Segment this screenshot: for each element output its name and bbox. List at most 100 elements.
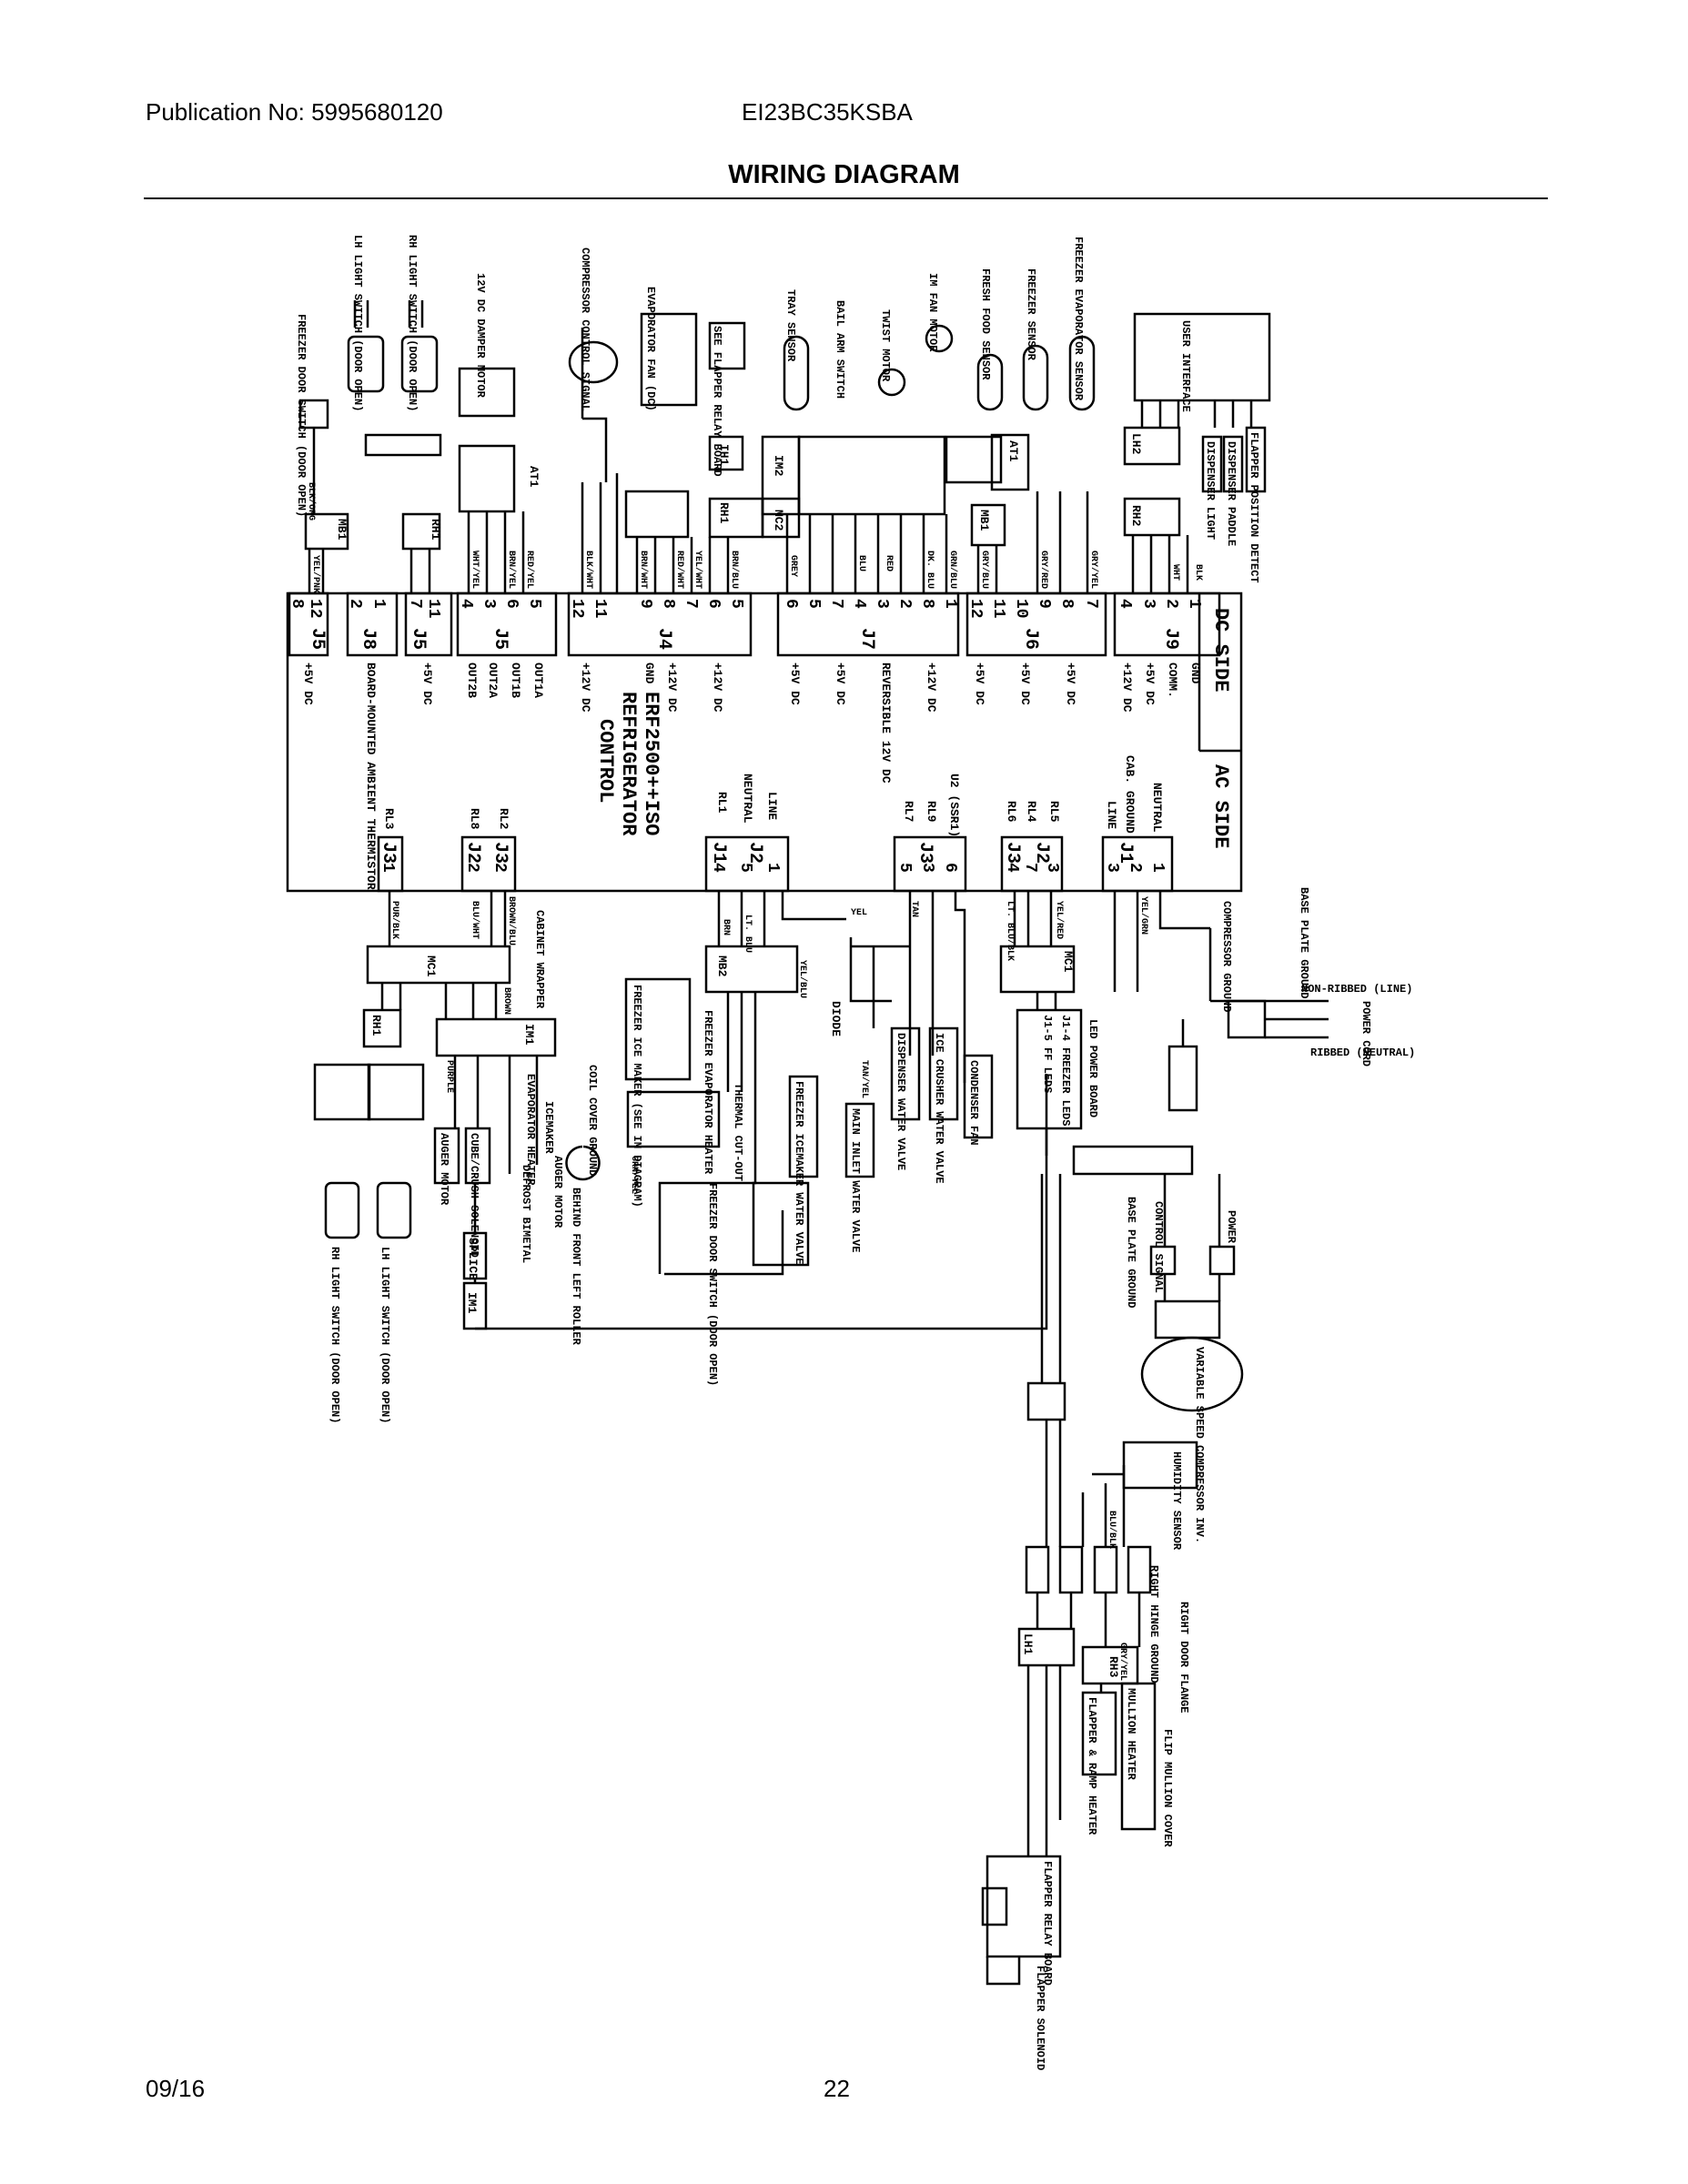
wire-label: WHT/YEL [470,551,480,589]
j3-label-b: J3 [490,842,510,864]
component-label: FREEZER ICEMAKER WATER VALVE [793,1081,805,1265]
component-label: J1-4 FREEZER LEDS [1059,1015,1072,1126]
component-label: AUGER MOTOR [438,1133,450,1206]
signal-label: OUT2B [465,662,479,698]
wire-label: RED [884,555,894,571]
pin-number: 2 [346,599,364,609]
pin-number: 5 [736,863,754,873]
pin-number: 3 [1103,863,1121,873]
freezer-evap-sensor-bulb [1068,335,1096,411]
wire-label: BRN/YEL [506,551,517,589]
pin-number: 1 [369,599,388,609]
flapper-relay-board-box [986,1855,1062,1958]
component-label: USER INTERFACE [1179,320,1192,412]
im-fan-motor-circle [925,324,954,353]
harness-label: MB1 [335,519,349,541]
harness-label: IH1 [717,444,731,466]
pin-number: 7 [1082,599,1100,609]
j2-label-b: J2 [744,842,765,864]
wire-label: LT. BLU [743,915,753,953]
pin-number: 7 [827,599,845,609]
signal-label: LINE [1105,801,1118,829]
pin-number: 2 [895,599,914,609]
component-label: CABINET WRAPPER [533,910,546,1009]
pin-number: 12 [966,599,985,619]
component-label: CUBE/CRUSH SOLENOID [468,1133,480,1258]
damper-motor-box [458,367,516,418]
pin-number: 4 [1003,863,1021,873]
pin-number: 4 [850,599,868,609]
mb1-plug-c [624,490,690,539]
at1-plug-a [458,444,516,513]
component-label: FREEZER DOOR SWITCH (DOOR OPEN) [706,1183,719,1386]
wire-label: BLU [856,555,866,571]
harness-label: IM2 [772,455,785,477]
relay-label: RL7 [902,801,915,822]
component-label: RIGHT DOOR FLANGE [1178,1602,1190,1713]
at1-plug-b [990,433,1030,491]
auger-motor-box [433,1127,460,1185]
main-inlet-valve-box [844,1102,875,1178]
pin-number: 3 [480,599,498,609]
pin-number: 5 [804,599,823,609]
pin-number: 4 [1116,599,1134,609]
component-label: CONTROL SIGNAL [1152,1201,1165,1293]
power-plug-a [1149,1245,1177,1276]
wire-label: BLK [1193,564,1203,581]
rh3-plug [1081,1645,1139,1685]
harness-label: RH1 [369,1015,383,1036]
component-label: MAIN INLET WATER VALVE [849,1108,862,1252]
wire-label: GRY/YEL [1088,551,1099,589]
wire-label: GREY [788,555,798,577]
pin-number: 5 [895,863,914,873]
component-label: ICE CRUSHER WATER VALVE [933,1033,945,1184]
pin-number: 1 [941,599,959,609]
component-label: THERMAL CUT-OUT [732,1083,744,1181]
component-label: IM FAN MOTOR [926,273,939,352]
wire-label: BRN [721,919,731,935]
ih1-plug [708,435,744,471]
component-label: RIBBED (NEUTRAL) [1310,1046,1415,1059]
component-label: BASE PLATE GROUND [1125,1197,1137,1308]
component-label: DISPENSER WATER VALVE [895,1033,907,1170]
component-label: FREEZER ICE MAKER (SEE IM DIAGRAM) [631,985,643,1208]
component-label: HUMIDITY SENSOR [1170,1451,1183,1551]
lh1-plug-a [364,433,442,457]
pin-number: 5 [727,599,745,609]
pin-number: 8 [1057,599,1076,609]
wire-label: YEL/RED [1054,901,1065,939]
component-label: FLAPPER RELAY BOARD [1041,1861,1054,1986]
splice-box-f [1127,1545,1152,1594]
signal-label: +12V DC [711,662,724,713]
harness-label: LH2 [1129,433,1143,455]
harness-label: RH1 [429,519,442,541]
signal-label: CAB. GROUND [1123,755,1137,834]
j9-label: J9 [1160,628,1181,650]
relay-label: RL1 [715,792,729,814]
harness-label: MC1 [1061,951,1075,973]
harness-label: MB2 [715,956,729,977]
wire-label: PUR/BLK [389,901,400,939]
pin-number: 1 [379,863,397,873]
signal-label: +12V DC [579,662,592,713]
relay-label: RL6 [1005,801,1018,823]
flapper-ramp-box [1081,1691,1117,1776]
wire-label: BRN/WHT [638,551,649,589]
harness-label: AT1 [527,466,541,488]
relay-label: RL4 [1025,801,1038,823]
wire-label: WHT [1170,564,1180,581]
user-interface-box [1133,312,1271,402]
fresh-food-sensor-bulb [976,353,1004,411]
component-label: RIGHT HINGE GROUND [1147,1565,1160,1684]
pin-number: 12 [306,599,324,619]
harness-label: RH3 [1107,1656,1120,1678]
title-rule [144,197,1548,199]
mb2-plug [704,945,799,994]
pin-number: 4 [709,863,727,873]
wire-label: BRN/BLU [729,551,740,589]
condenser-fan-box [963,1054,994,1139]
component-label: FLIP MULLION COVER [1161,1729,1174,1847]
harness-label: RH1 [717,502,731,524]
pin-number: 3 [1043,863,1061,873]
j7-label: J7 [856,628,877,650]
